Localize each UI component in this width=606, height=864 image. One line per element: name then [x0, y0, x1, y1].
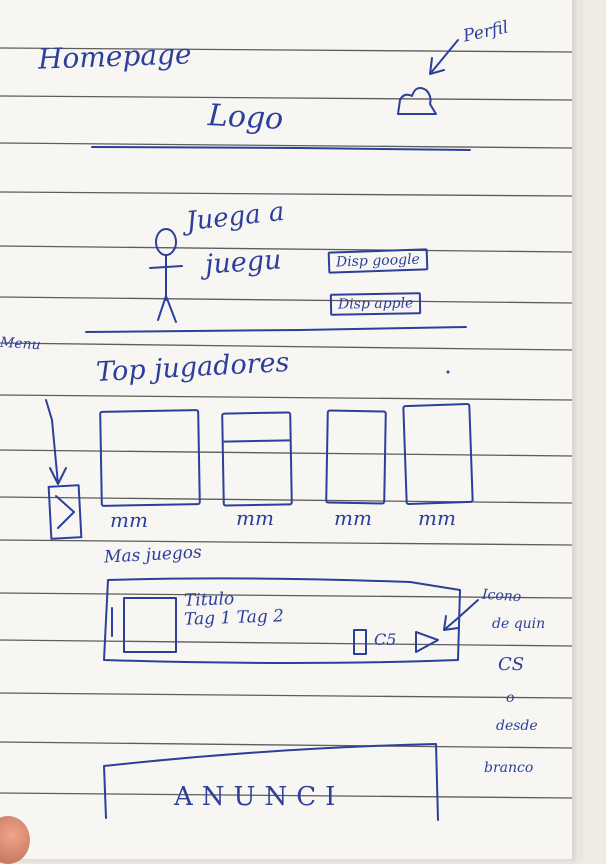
notebook-page: Homepage Logo Perfil Juega a juegu Disp … — [0, 0, 580, 859]
player-name-1: mm — [110, 508, 148, 532]
annotation-line-2: de quin — [492, 616, 546, 632]
hero-sketch — [85, 228, 467, 333]
ad-box — [103, 743, 439, 821]
player-name-4: mm — [418, 506, 456, 530]
person-icon — [149, 228, 183, 323]
game-card-sketch — [103, 577, 479, 821]
header-sketch — [91, 39, 471, 151]
annotation-line-5: desde — [496, 718, 538, 734]
bookmark-icon — [353, 629, 367, 655]
menu-sketch — [45, 370, 450, 540]
player-name-3: mm — [334, 506, 372, 530]
platform-icon[interactable]: C5 — [374, 630, 397, 649]
play-icon — [415, 631, 439, 653]
arrow-icon — [429, 39, 459, 75]
annotation-line-3: CS — [498, 654, 525, 675]
menu-toggle-button — [47, 484, 83, 540]
profile-icon — [397, 87, 437, 115]
ruled-lines — [0, 47, 572, 799]
game-card-tags: Tag 1 Tag 2 — [183, 606, 285, 630]
annotation-line-1: Icono — [481, 586, 522, 606]
game-thumbnail — [123, 597, 177, 653]
ad-label: ANUNCI — [174, 782, 345, 812]
annotation-line-4: o — [506, 690, 515, 706]
chevron-right-icon — [55, 495, 75, 529]
player-name-2: mm — [236, 506, 274, 530]
game-card — [103, 577, 461, 664]
annotation-line-6: branco — [484, 760, 534, 776]
